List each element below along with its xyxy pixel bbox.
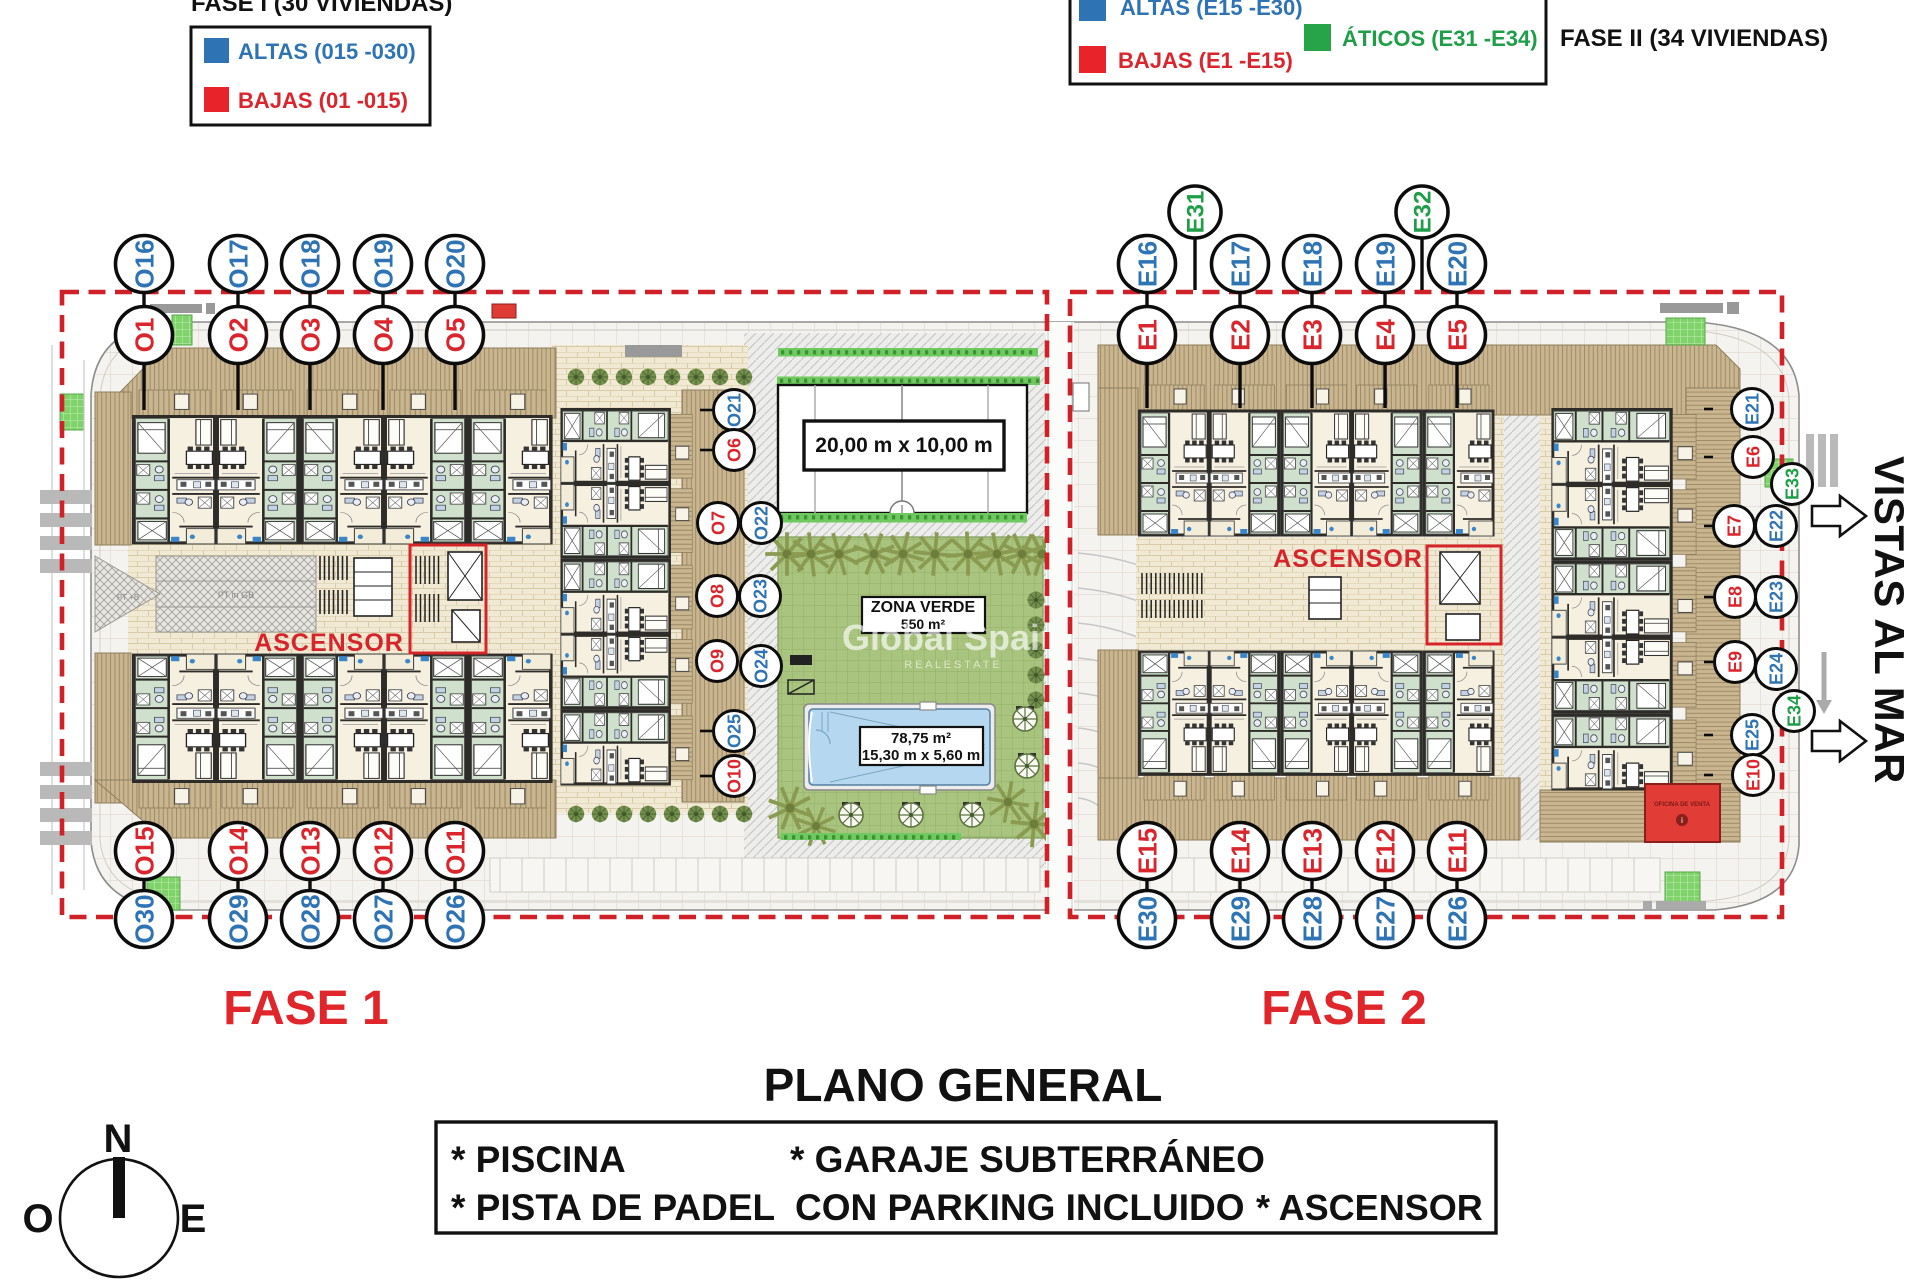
svg-text:E3: E3 [1297, 319, 1327, 351]
svg-text:i: i [1681, 816, 1683, 825]
svg-text:78,75 m²: 78,75 m² [891, 730, 951, 747]
svg-text:BAJAS (01 -015): BAJAS (01 -015) [238, 88, 408, 113]
svg-text:ASCENSOR: ASCENSOR [254, 629, 404, 657]
svg-text:O3: O3 [295, 318, 325, 353]
svg-text:O16: O16 [129, 239, 159, 288]
svg-text:O11: O11 [440, 827, 470, 875]
svg-text:E20: E20 [1442, 241, 1472, 287]
svg-text:E26: E26 [1442, 896, 1472, 942]
svg-text:O4: O4 [368, 317, 398, 352]
svg-text:R E A L E S T A T E: R E A L E S T A T E [904, 659, 999, 671]
svg-text:E15: E15 [1132, 828, 1162, 874]
svg-text:O10: O10 [725, 759, 745, 793]
svg-text:PT in GB: PT in GB [218, 590, 254, 600]
svg-text:E18: E18 [1297, 241, 1327, 287]
svg-text:E11: E11 [1442, 829, 1472, 874]
svg-text:E32: E32 [1410, 191, 1437, 234]
svg-text:550 m²: 550 m² [901, 616, 946, 632]
svg-text:E1: E1 [1132, 319, 1162, 351]
svg-text:ALTAS (015 -030): ALTAS (015 -030) [238, 39, 416, 64]
svg-text:E9: E9 [1726, 651, 1746, 673]
svg-text:O30: O30 [129, 894, 159, 943]
svg-text:O29: O29 [223, 894, 253, 943]
svg-text:E: E [180, 1197, 207, 1241]
svg-text:E12: E12 [1370, 828, 1400, 874]
svg-text:ÁTICOS (E31 -E34): ÁTICOS (E31 -E34) [1342, 26, 1538, 51]
svg-text:O20: O20 [440, 239, 470, 288]
svg-text:20,00 m x 10,00 m: 20,00 m x 10,00 m [815, 434, 992, 457]
svg-text:OFICINA DE VENTA: OFICINA DE VENTA [1654, 802, 1711, 808]
svg-text:O5: O5 [440, 318, 470, 353]
svg-text:E34: E34 [1785, 695, 1805, 727]
svg-text:O8: O8 [708, 584, 728, 608]
svg-text:FASE 1: FASE 1 [223, 982, 388, 1035]
svg-text:O21: O21 [725, 393, 745, 427]
svg-text:* PISTA DE PADEL: * PISTA DE PADEL [451, 1187, 775, 1228]
svg-text:VISTAS AL MAR: VISTAS AL MAR [1866, 456, 1913, 784]
svg-text:E10: E10 [1744, 759, 1764, 791]
svg-text:FASE I (30 VIVIENDAS): FASE I (30 VIVIENDAS) [191, 0, 452, 17]
svg-text:O14: O14 [223, 826, 253, 876]
svg-text:O15: O15 [129, 826, 159, 875]
svg-text:E27: E27 [1370, 896, 1400, 942]
svg-text:E19: E19 [1370, 241, 1400, 287]
svg-text:O2: O2 [223, 318, 253, 353]
svg-text:FASE II (34 VIVIENDAS): FASE II (34 VIVIENDAS) [1560, 25, 1828, 52]
svg-text:E21: E21 [1743, 393, 1763, 425]
svg-text:FASE 2: FASE 2 [1261, 982, 1426, 1035]
svg-text:E30: E30 [1132, 896, 1162, 942]
svg-text:E16: E16 [1132, 241, 1162, 287]
svg-text:N: N [104, 1117, 133, 1161]
svg-text:E29: E29 [1225, 896, 1255, 942]
svg-text:E2: E2 [1225, 319, 1255, 351]
svg-text:ZONA VERDE: ZONA VERDE [871, 599, 976, 616]
svg-text:* GARAJE SUBTERRÁNEO: * GARAJE SUBTERRÁNEO [790, 1139, 1265, 1180]
svg-text:CON PARKING INCLUIDO: CON PARKING INCLUIDO [795, 1187, 1244, 1228]
svg-text:E25: E25 [1743, 719, 1763, 751]
svg-text:ALTAS (E15 -E30): ALTAS (E15 -E30) [1120, 0, 1303, 20]
svg-text:E17: E17 [1225, 241, 1255, 287]
svg-text:O27: O27 [368, 894, 398, 943]
svg-text:* PISCINA: * PISCINA [451, 1139, 626, 1180]
svg-text:O: O [22, 1197, 53, 1241]
svg-text:O25: O25 [725, 714, 745, 748]
svg-text:E5: E5 [1442, 319, 1472, 351]
svg-text:Global Spain: Global Spain [842, 617, 1062, 658]
svg-text:E33: E33 [1783, 468, 1803, 500]
svg-text:E23: E23 [1767, 581, 1787, 613]
svg-text:* ASCENSOR: * ASCENSOR [1256, 1187, 1483, 1228]
svg-text:E31: E31 [1183, 191, 1210, 234]
svg-text:O18: O18 [295, 239, 325, 288]
svg-text:E14: E14 [1225, 827, 1255, 874]
svg-text:O26: O26 [440, 894, 470, 943]
svg-text:E6: E6 [1744, 446, 1764, 468]
svg-text:E24: E24 [1767, 653, 1787, 685]
svg-text:E8: E8 [1726, 586, 1746, 608]
svg-text:PT +B: PT +B [117, 593, 139, 602]
svg-text:O23: O23 [751, 579, 771, 613]
svg-text:O22: O22 [752, 506, 772, 540]
svg-text:E13: E13 [1297, 828, 1327, 874]
svg-text:O7: O7 [709, 511, 729, 535]
svg-text:O12: O12 [368, 826, 398, 875]
svg-text:O9: O9 [708, 649, 728, 673]
svg-text:E22: E22 [1767, 510, 1787, 542]
svg-text:O13: O13 [295, 826, 325, 875]
svg-text:E7: E7 [1725, 515, 1745, 537]
svg-text:O28: O28 [295, 894, 325, 943]
svg-text:O24: O24 [752, 649, 772, 683]
svg-text:15,30 m x 5,60 m: 15,30 m x 5,60 m [862, 747, 980, 764]
svg-text:O1: O1 [129, 318, 159, 353]
svg-text:PLANO GENERAL: PLANO GENERAL [764, 1059, 1163, 1111]
svg-text:ASCENSOR: ASCENSOR [1273, 545, 1423, 573]
svg-text:E4: E4 [1370, 319, 1400, 351]
svg-text:O6: O6 [725, 438, 745, 462]
svg-text:O17: O17 [223, 239, 253, 288]
svg-text:O19: O19 [368, 239, 398, 288]
svg-text:BAJAS (E1 -E15): BAJAS (E1 -E15) [1118, 48, 1293, 73]
svg-text:E28: E28 [1297, 896, 1327, 942]
